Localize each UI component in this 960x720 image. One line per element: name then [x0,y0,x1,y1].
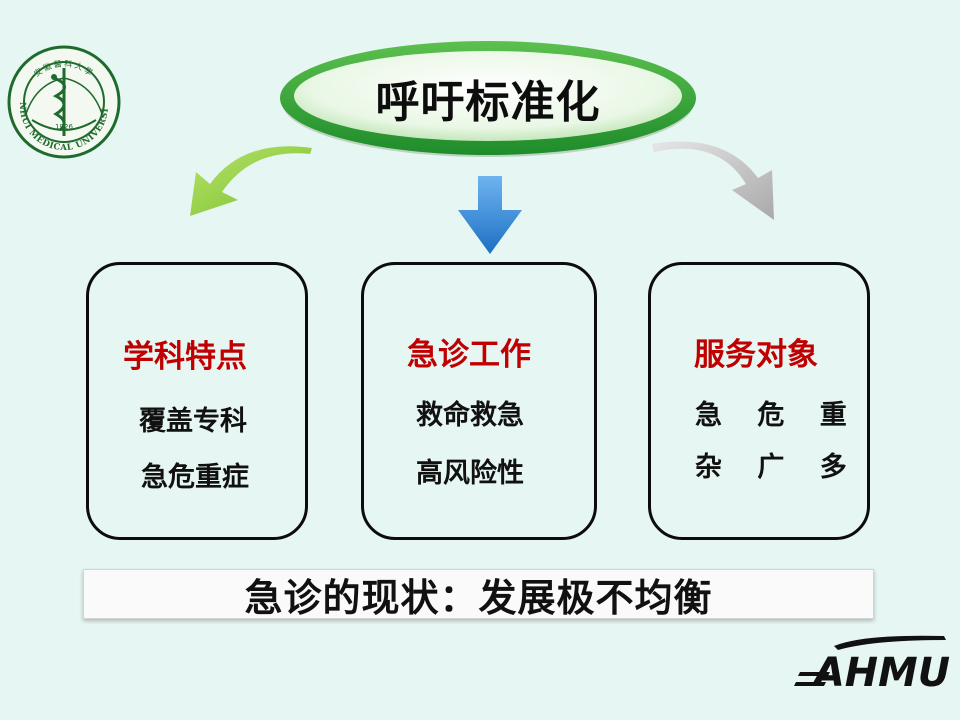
card-heading: 急诊工作 [407,337,531,373]
card-heading: 服务对象 [694,337,818,373]
card-line: 杂 广 多 [695,452,857,483]
university-seal-logo: 1926 ANHUI MEDICAL UNIVERSITY 安徽醫科大學 [6,44,121,159]
title-ellipse [280,41,696,157]
ahmu-logo-text: AHMU [811,650,950,690]
card-discipline-features: 学科特点 覆盖专科 急危重症 [86,262,308,540]
ahmu-logo: AHMU [794,635,950,690]
card-line: 救命救急 [416,400,524,431]
curved-arrow-left-icon [190,146,312,216]
card-heading: 学科特点 [123,339,247,375]
arrow-down-icon [458,176,522,254]
card-line: 高风险性 [416,458,524,489]
page-title: 呼吁标准化 [375,77,601,128]
card-line: 急危重症 [141,462,249,493]
card-line: 急 危 重 [695,400,857,431]
conclusion-banner: 急诊的现状：发展极不均衡 [83,569,874,620]
seal-year: 1926 [55,123,73,131]
banner-text: 急诊的现状：发展极不均衡 [244,575,713,620]
card-emergency-work: 急诊工作 救命救急 高风险性 [361,262,597,540]
curved-arrow-right-icon [652,141,774,220]
card-service-targets: 服务对象 急 危 重 杂 广 多 [648,262,870,540]
card-line: 覆盖专科 [139,406,247,437]
